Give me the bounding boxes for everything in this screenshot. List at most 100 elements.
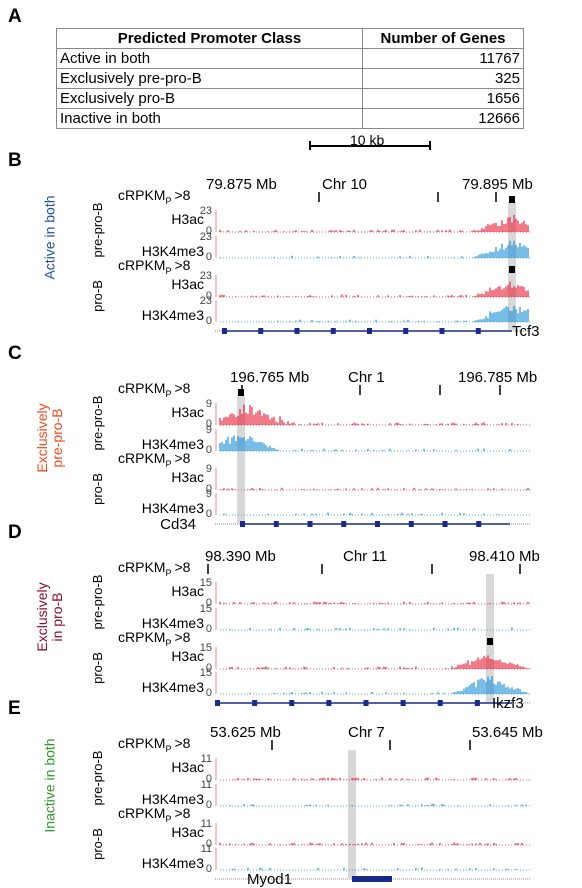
chromosome-label: Chr 1 xyxy=(348,369,385,386)
exon xyxy=(375,521,380,527)
h3ac-track-label: H3ac xyxy=(171,469,204,485)
exon xyxy=(400,700,406,706)
track-scale-max: 11 xyxy=(201,779,212,791)
h3ac-signal xyxy=(233,777,529,780)
crpkm-label: cRPKMP>8 xyxy=(118,559,191,578)
h3ac-track-label: H3ac xyxy=(171,211,204,227)
track-scale-zero: 0 xyxy=(206,597,212,609)
h3ac-track-label: H3ac xyxy=(171,759,204,775)
h3ac-signal xyxy=(219,404,519,425)
exon xyxy=(362,876,367,882)
cell-type-label: pro-B xyxy=(90,280,105,312)
track-scale-zero: 0 xyxy=(206,315,212,327)
h3k4me3-track-label: H3K4me3 xyxy=(142,679,204,695)
track-scale-max: 15 xyxy=(200,603,212,615)
cell-type-label: pre-pro-B xyxy=(90,575,105,630)
row-count: 11767 xyxy=(362,48,524,69)
h3ac-track-label: H3ac xyxy=(171,824,204,840)
exon xyxy=(363,700,369,706)
track-scale-max: 11 xyxy=(201,818,212,830)
track-scale-max: 9 xyxy=(206,398,212,410)
h3k4me3-signal xyxy=(237,306,529,322)
h3k4me3-track-label: H3K4me3 xyxy=(142,615,204,631)
promoter-highlight xyxy=(348,750,356,878)
promoter-highlight xyxy=(237,395,245,523)
row-label: Exclusively pre-pro-B xyxy=(56,68,363,89)
track-scale-zero: 0 xyxy=(206,838,212,850)
h3ac-track-label: H3ac xyxy=(171,404,204,420)
h3ac-signal xyxy=(219,281,529,297)
row-label: Active in both xyxy=(56,48,363,69)
crpkm-label: cRPKMP>8 xyxy=(118,450,191,469)
track-scale-max: 9 xyxy=(206,424,212,436)
chromosome-label: Chr 10 xyxy=(322,176,367,193)
gene-name-label: Tcf3 xyxy=(512,323,540,340)
cell-type-label: pre-pro-B xyxy=(90,203,105,258)
coord-left-label: 196.765 Mb xyxy=(230,369,309,386)
panel-letter: C xyxy=(8,343,22,364)
coord-right-label: 98.410 Mb xyxy=(469,548,540,565)
exon xyxy=(442,521,448,527)
cell-type-label: pro-B xyxy=(90,473,105,505)
track-scale-max: 23 xyxy=(200,205,212,217)
table-row: Active in both 11767 xyxy=(56,48,524,69)
exon xyxy=(240,521,245,527)
h3k4me3-signal xyxy=(219,435,513,451)
exon xyxy=(215,700,220,706)
track-scale-zero: 0 xyxy=(206,863,212,875)
crpkm-mark xyxy=(238,389,244,396)
crpkm-label: cRPKMP>8 xyxy=(118,380,191,399)
h3k4me3-track-label: H3K4me3 xyxy=(142,243,204,259)
exon xyxy=(437,700,443,706)
exon xyxy=(408,521,414,527)
track-scale-max: 9 xyxy=(206,488,212,500)
row-count: 12666 xyxy=(362,108,524,129)
h3ac-track-label: H3ac xyxy=(171,583,204,599)
track-scale-max: 15 xyxy=(200,642,212,654)
cell-type-label: pro-B xyxy=(90,828,105,860)
exon xyxy=(357,876,362,882)
exon xyxy=(382,876,387,882)
exon xyxy=(273,521,279,527)
track-scale-zero: 0 xyxy=(206,508,212,520)
h3k4me3-track-label: H3K4me3 xyxy=(142,500,204,516)
exon xyxy=(289,700,295,706)
exon xyxy=(476,521,482,527)
exon xyxy=(387,876,392,882)
gene-name-label: Ikzf3 xyxy=(492,695,524,712)
exon xyxy=(294,328,300,334)
row-count: 325 xyxy=(362,68,524,89)
crpkm-mark xyxy=(509,196,515,203)
track-scale-zero: 0 xyxy=(206,687,212,699)
table-row: Exclusively pro-B 1656 xyxy=(56,88,524,109)
chromosome-label: Chr 11 xyxy=(343,548,387,565)
exon xyxy=(474,700,480,706)
scale-bar-label: 10 kb xyxy=(350,132,385,148)
track-scale-max: 15 xyxy=(200,577,212,589)
track-scale-zero: 0 xyxy=(206,290,212,302)
h3k4me3-track-label: H3K4me3 xyxy=(142,436,204,452)
exon xyxy=(352,876,357,882)
coord-left-label: 98.390 Mb xyxy=(205,548,276,565)
h3ac-signal xyxy=(219,215,529,232)
track-scale-zero: 0 xyxy=(206,623,212,635)
table-row: Inactive in both 12666 xyxy=(56,108,524,129)
coord-right-label: 53.645 Mb xyxy=(472,724,543,741)
h3ac-track-label: H3ac xyxy=(171,276,204,292)
gene-name-label: Myod1 xyxy=(247,871,292,888)
crpkm-mark xyxy=(487,638,493,645)
track-scale-max: 9 xyxy=(206,463,212,475)
track-scale-max: 11 xyxy=(201,843,212,855)
h3k4me3-signal xyxy=(219,240,529,258)
coord-right-label: 79.895 Mb xyxy=(462,176,533,193)
exon xyxy=(372,876,377,882)
track-scale-max: 23 xyxy=(200,270,212,282)
row-count: 1656 xyxy=(362,88,524,109)
exon xyxy=(330,328,336,334)
header-count: Number of Genes xyxy=(362,28,524,49)
header-class: Predicted Promoter Class xyxy=(56,28,363,49)
exon xyxy=(307,521,313,527)
